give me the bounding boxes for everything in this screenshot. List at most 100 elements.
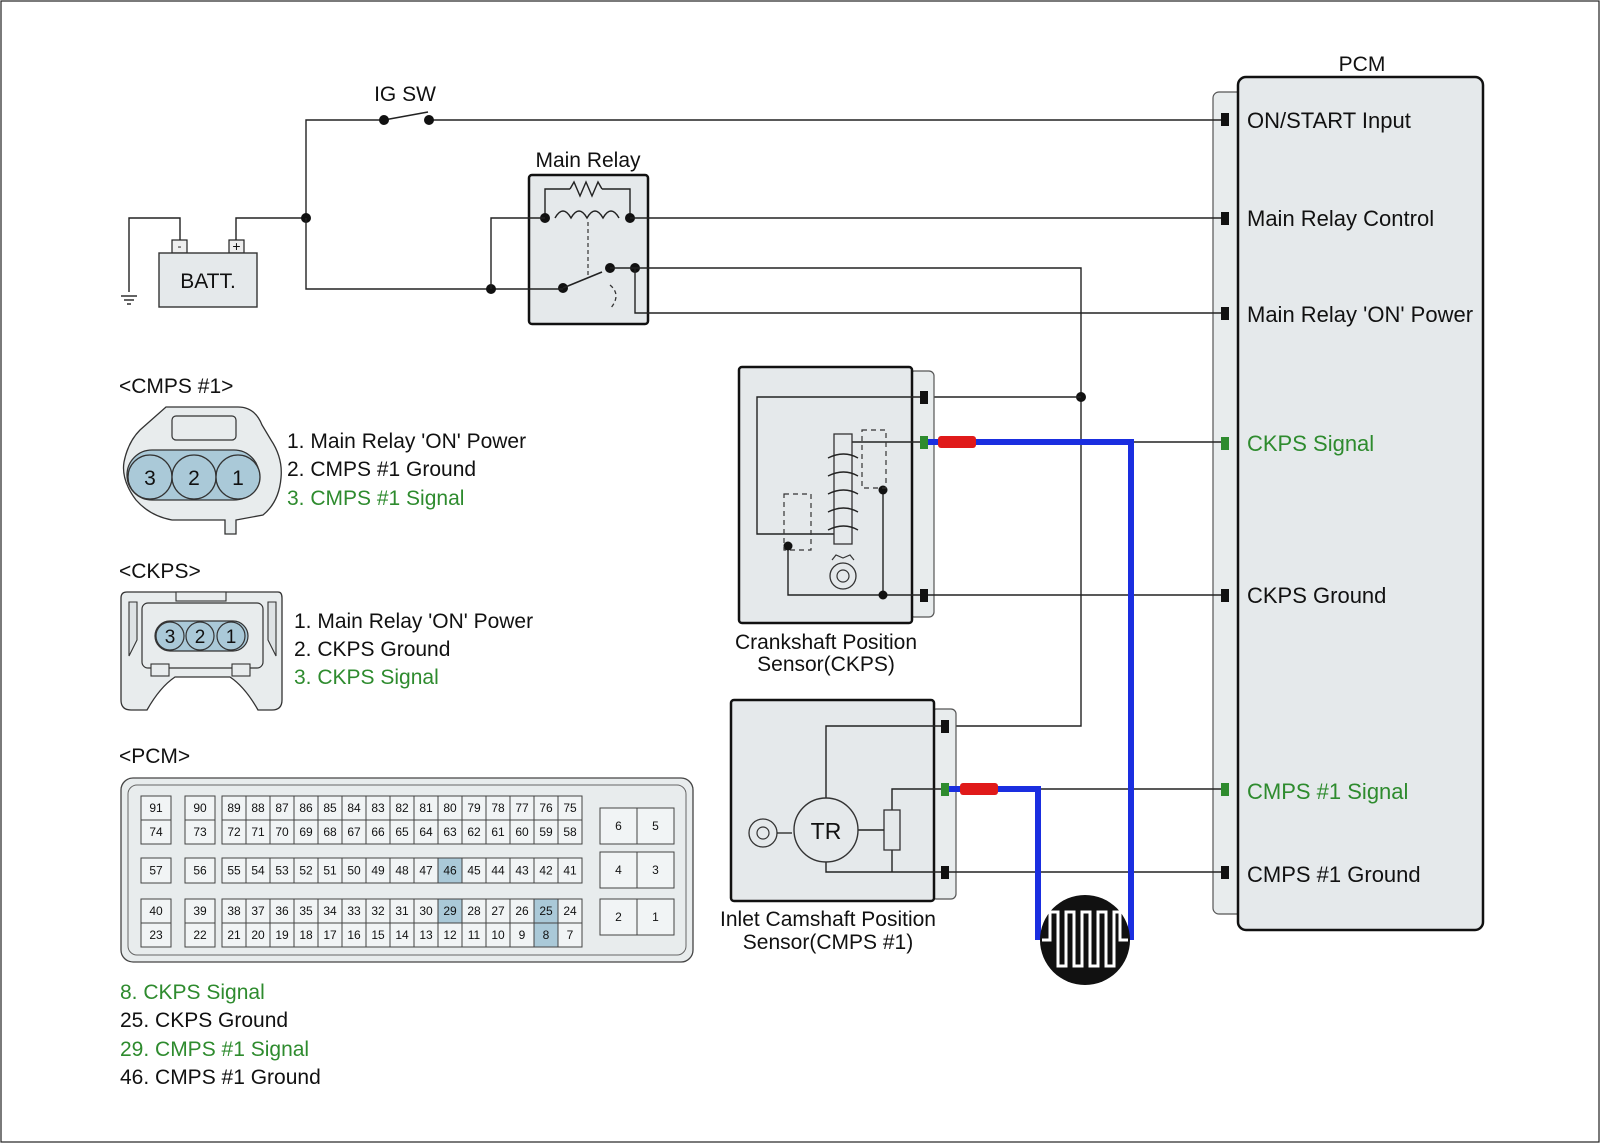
ckps-connector-view: <CKPS> 3 2 1 1. Main Relay 'ON' Power 2.… — [119, 560, 533, 711]
pcm-pin-cell — [485, 857, 511, 884]
relay-coil-wire — [602, 188, 631, 218]
cmps-internal-wire — [825, 725, 941, 798]
cmps-sensor-label-line1: Inlet Camshaft Position — [720, 908, 936, 931]
pcm-pin-number: 86 — [299, 801, 313, 815]
pcm-pin-number: 6 — [615, 819, 622, 833]
ig-switch-terminal — [379, 115, 389, 125]
pcm-pin-number: 89 — [227, 801, 241, 815]
ckps-pin-label: 2 — [195, 627, 206, 648]
cmps-pin-label: 2 — [188, 467, 200, 490]
pcm-pin-number: 66 — [371, 825, 385, 839]
pcm-pin-number: 36 — [275, 904, 289, 918]
pcm-pin-number: 23 — [149, 928, 163, 942]
pcm-terminal-signal — [1221, 783, 1229, 796]
ckps-pin — [185, 621, 215, 651]
pcm-pin-cell — [389, 819, 415, 845]
ckps-pin-label: 1 — [226, 627, 237, 648]
pcm-pin-number: 61 — [491, 825, 505, 839]
pcm-pin-number: 43 — [515, 864, 529, 878]
pcm-pin-number: 50 — [347, 864, 361, 878]
ckps-body — [737, 365, 914, 625]
pcm-pin-cell — [509, 819, 535, 845]
pcm-pin-number: 78 — [491, 801, 505, 815]
ckps-node — [783, 541, 793, 551]
pcm-pin-number: 79 — [467, 801, 481, 815]
ig-switch-label: IG SW — [374, 83, 436, 106]
ckps-sensor-label-line1: Crankshaft Position — [735, 631, 917, 654]
pcm-pin-number: 7 — [567, 928, 574, 942]
ckps-pin-item-signal: 3. CKPS Signal — [294, 666, 439, 689]
ckps-dashed-part — [861, 429, 887, 489]
pcm-pin-cell-highlighted — [533, 898, 559, 924]
pcm-pin-number: 21 — [227, 928, 241, 942]
pcm-pin-cell — [221, 819, 247, 845]
pcm-pin-cell — [245, 857, 271, 884]
ckps-connector-guides — [128, 601, 277, 657]
pcm-pin-number: 26 — [515, 904, 529, 918]
pcm-pin-cell-highlighted — [437, 857, 463, 884]
wire-relay-on-power-sensors — [610, 267, 1082, 727]
pcm-pin-number: 15 — [371, 928, 385, 942]
pcm-pin-number: 82 — [395, 801, 409, 815]
pcm-pin-number: 74 — [149, 825, 163, 839]
pcm-pin-cell — [437, 795, 463, 821]
pcm-pin-cell — [509, 922, 535, 948]
pcm-pin-cell — [245, 922, 271, 948]
pcm-pin-number: 65 — [395, 825, 409, 839]
ckps-teeth — [831, 554, 855, 561]
pcm-connector-title: <PCM> — [119, 745, 190, 768]
pcm-pin-cell — [245, 898, 271, 924]
pcm-pin-number: 22 — [193, 928, 207, 942]
pcm-pin-number: 27 — [491, 904, 505, 918]
pcm-pin-number: 76 — [539, 801, 553, 815]
battery — [158, 252, 258, 308]
pcm-pin-number: 40 — [149, 904, 163, 918]
pcm-pin-number: 70 — [275, 825, 289, 839]
ckps-connector-title: <CKPS> — [119, 560, 201, 583]
pcm-pin-number: 37 — [251, 904, 265, 918]
cmps-sensor-label-line2: Sensor(CMPS #1) — [743, 931, 913, 954]
pcm-pin-number: 87 — [275, 801, 289, 815]
ckps-connector-key — [150, 663, 170, 677]
pcm-connector-inner — [127, 784, 687, 956]
pcm-pin-number: 81 — [419, 801, 433, 815]
cmps-pin-item: 1. Main Relay 'ON' Power — [287, 430, 526, 453]
ckps-pin-item: 2. CKPS Ground — [294, 638, 450, 661]
pcm-module: PCM — [1212, 53, 1485, 932]
pcm-pin-cell — [221, 857, 247, 884]
ckps-target-wheel — [829, 562, 857, 590]
pcm-pin-on-start-input: ON/START Input — [1247, 108, 1411, 133]
pcm-pin-number: 44 — [491, 864, 505, 878]
pcm-pin-cell — [365, 857, 391, 884]
pcm-pin-cell — [221, 898, 247, 924]
pcm-pin-number: 83 — [371, 801, 385, 815]
pcm-pin-number: 17 — [323, 928, 337, 942]
cmps-resistor — [883, 809, 901, 851]
pcm-pin-number: 39 — [193, 904, 207, 918]
pcm-pin-number: 55 — [227, 864, 241, 878]
pcm-pin-number: 72 — [227, 825, 241, 839]
pcm-pin-number: 49 — [371, 864, 385, 878]
pcm-pin-cell — [599, 807, 638, 845]
pcm-pin-number: 35 — [299, 904, 313, 918]
pcm-pin-cell — [557, 819, 583, 845]
pcm-pin-item: 46. CMPS #1 Ground — [120, 1066, 321, 1089]
pcm-pin-number: 60 — [515, 825, 529, 839]
ckps-terminal-signal — [920, 436, 928, 449]
pcm-pin-main-relay-control: Main Relay Control — [1247, 206, 1434, 231]
ckps-pin — [155, 621, 185, 651]
pcm-terminal — [1221, 589, 1229, 602]
pcm-pin-cell — [365, 922, 391, 948]
pcm-pin-number: 25 — [539, 904, 553, 918]
pcm-pin-number: 51 — [323, 864, 337, 878]
pcm-pin-number: 91 — [149, 801, 163, 815]
pcm-pin-cell — [221, 922, 247, 948]
pcm-pin-cell — [341, 898, 367, 924]
pcm-pin-cell — [184, 857, 216, 884]
pcm-pin-cell — [413, 922, 439, 948]
pcm-pin-number: 52 — [299, 864, 313, 878]
cmps-transistor — [793, 797, 859, 863]
cmps-transistor-label: TR — [811, 818, 842, 844]
pcm-pin-number: 2 — [615, 910, 622, 924]
